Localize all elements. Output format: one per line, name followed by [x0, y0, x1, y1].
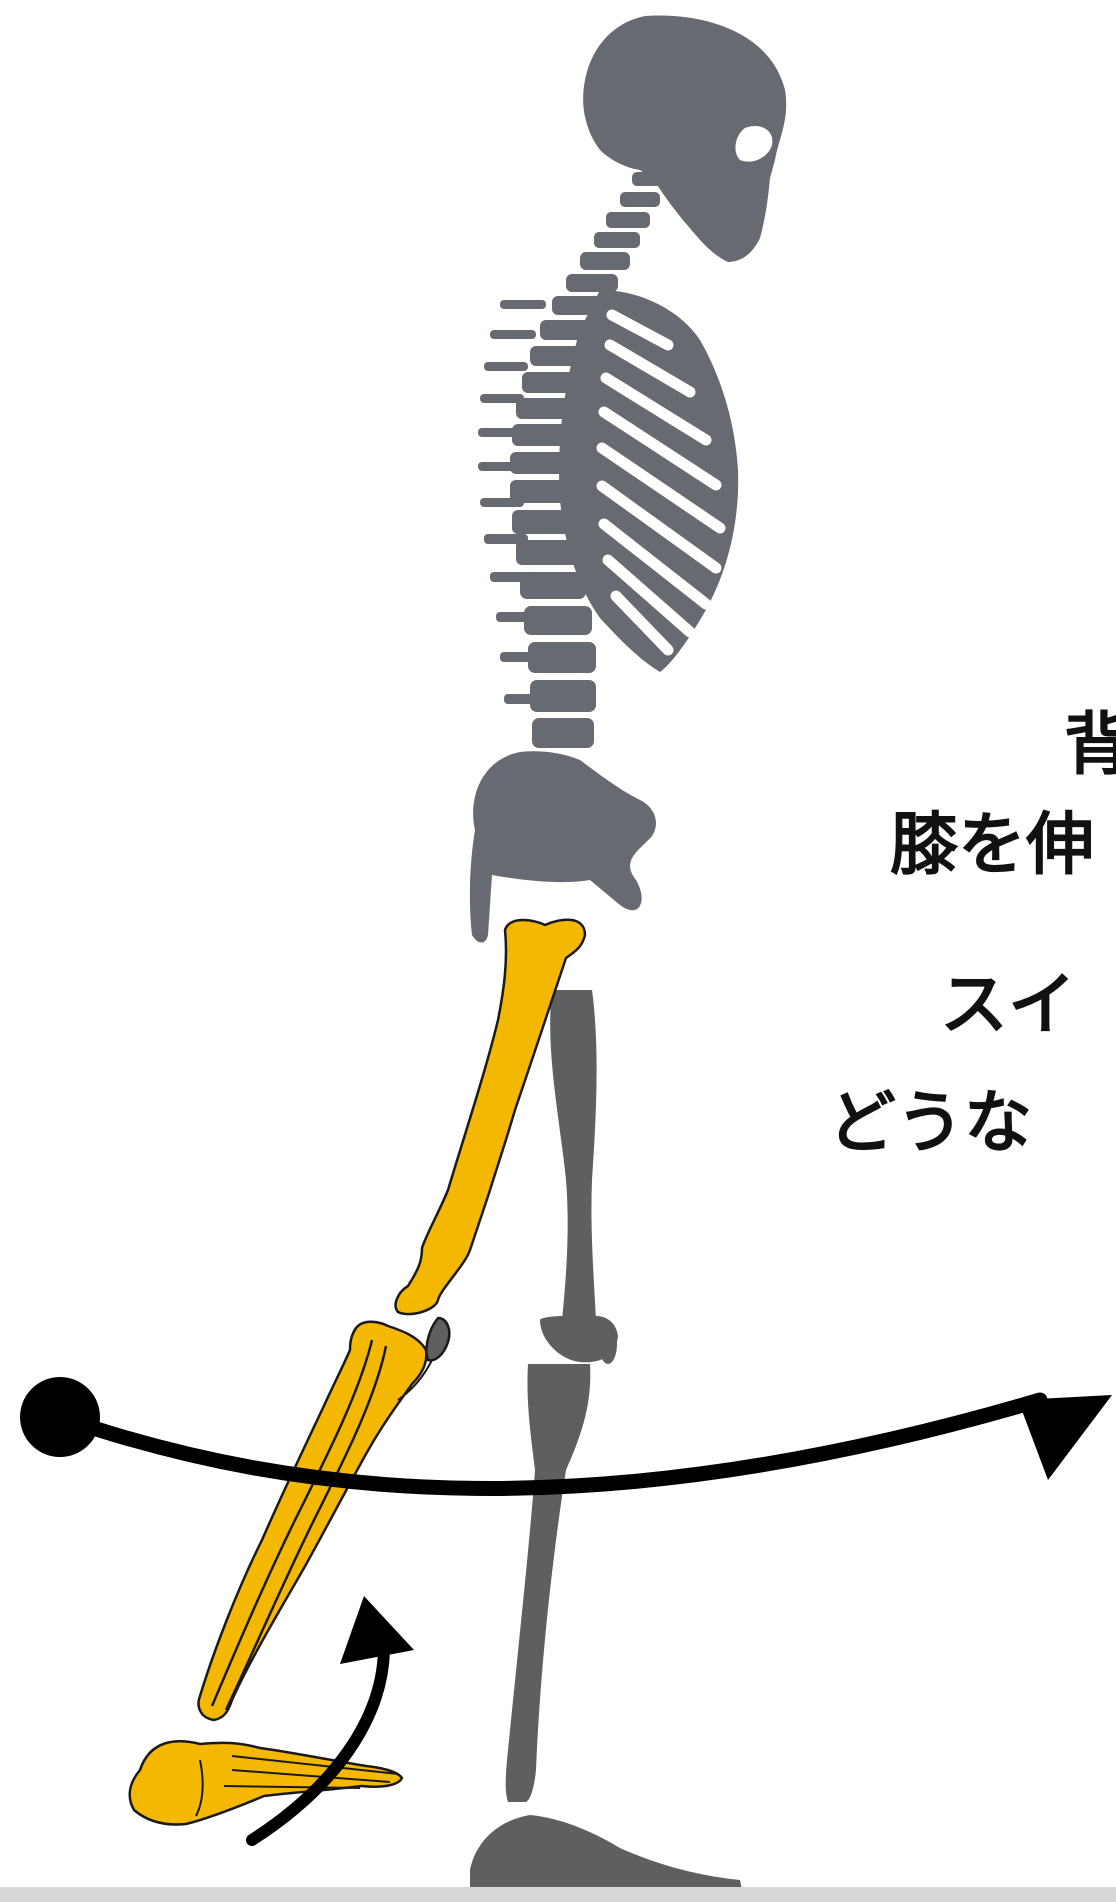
stance-patella [599, 1324, 617, 1364]
caption-line-3: スイ [940, 966, 1076, 1046]
swing-foot [130, 1741, 402, 1824]
pelvis [470, 751, 656, 942]
caption-line-1: 背 [1064, 706, 1116, 786]
floor-strip [0, 1887, 1116, 1902]
curved-arrow-up-icon [252, 1596, 414, 1840]
swing-arrow-head [1018, 1395, 1112, 1480]
swing-knee-cartilage [426, 1318, 449, 1360]
stance-femur [550, 990, 596, 1320]
stance-tibia [506, 1364, 591, 1802]
stance-foot [470, 1815, 742, 1890]
caption-line-4: どうな [828, 1084, 1032, 1164]
caption-line-2: 膝を伸 [890, 806, 1094, 886]
swing-femur [396, 920, 585, 1314]
ankle-arrow-head [340, 1596, 414, 1664]
